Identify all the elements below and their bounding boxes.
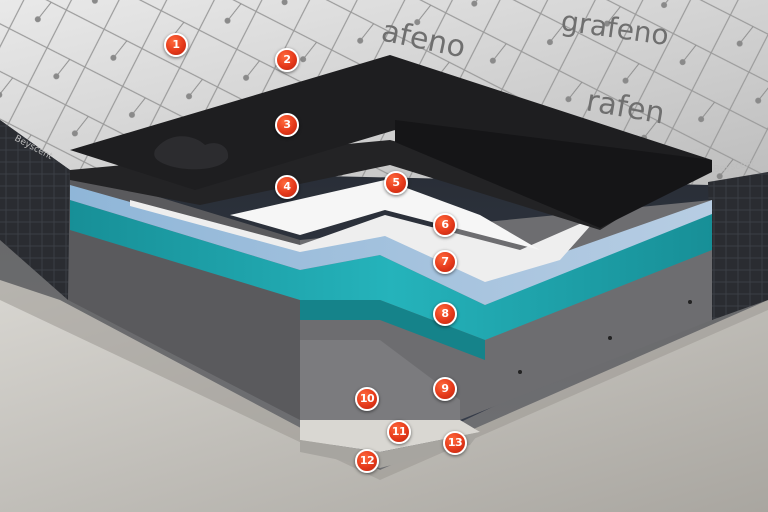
aqua-foam-layer bbox=[70, 200, 712, 340]
layer-marker-10[interactable]: 10 bbox=[355, 387, 379, 411]
layer-marker-7[interactable]: 7 bbox=[433, 250, 457, 274]
layer-marker-5[interactable]: 5 bbox=[384, 171, 408, 195]
layer-marker-2[interactable]: 2 bbox=[275, 48, 299, 72]
bed-base bbox=[0, 280, 768, 512]
side-panel-left bbox=[0, 120, 70, 300]
gel-layer bbox=[70, 185, 712, 305]
side-panel-right bbox=[708, 172, 768, 320]
layer-marker-13[interactable]: 13 bbox=[443, 431, 467, 455]
layer-marker-6[interactable]: 6 bbox=[433, 213, 457, 237]
bottom-layer-grey bbox=[300, 432, 480, 468]
layer-marker-3[interactable]: 3 bbox=[275, 113, 299, 137]
layer-marker-4[interactable]: 4 bbox=[275, 175, 299, 199]
layer-marker-11[interactable]: 11 bbox=[387, 420, 411, 444]
fibre-layer-top bbox=[230, 180, 540, 250]
stitch-dot bbox=[608, 336, 612, 340]
memory-foam-upper-edge bbox=[395, 120, 712, 228]
stitch-dot bbox=[688, 300, 692, 304]
layer-marker-12[interactable]: 12 bbox=[355, 449, 379, 473]
stitch-dot bbox=[518, 370, 522, 374]
layer-marker-9[interactable]: 9 bbox=[433, 377, 457, 401]
hand-impression bbox=[154, 136, 229, 170]
base-foam-step bbox=[300, 340, 460, 420]
layer-marker-8[interactable]: 8 bbox=[433, 302, 457, 326]
fibre-layer bbox=[130, 200, 600, 282]
aqua-foam-step bbox=[300, 300, 485, 360]
layer-marker-1[interactable]: 1 bbox=[164, 33, 188, 57]
